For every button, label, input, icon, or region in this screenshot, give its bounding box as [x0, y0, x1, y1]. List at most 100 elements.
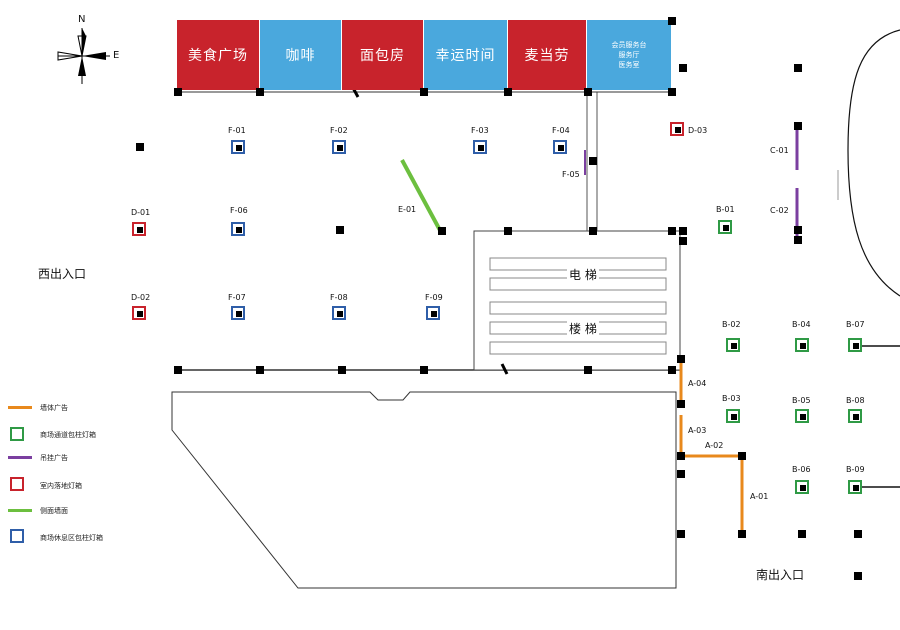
legend-swatch-wall [8, 406, 32, 409]
legend-swatch-green [10, 427, 24, 441]
lower-building-outline [171, 391, 677, 589]
shop-coffee[interactable]: 咖啡 [260, 20, 342, 90]
column [420, 88, 428, 96]
lightbox-b01[interactable] [718, 220, 732, 234]
label-b02: B-02 [722, 320, 741, 329]
column [338, 366, 346, 374]
column [668, 366, 676, 374]
column [738, 452, 746, 460]
column [668, 227, 676, 235]
stairs-label: 楼 梯 [567, 320, 599, 337]
label-a03: A-03 [688, 426, 707, 435]
lightbox-f09[interactable] [426, 306, 440, 320]
label-d01: D-01 [131, 208, 151, 217]
column [679, 64, 687, 72]
lightbox-f04[interactable] [553, 140, 567, 154]
label-b04: B-04 [792, 320, 811, 329]
lightbox-b07[interactable] [848, 338, 862, 352]
lightbox-f02[interactable] [332, 140, 346, 154]
legend-label: 室内落地灯箱 [40, 482, 82, 490]
legend-label: 侧面墙面 [40, 507, 68, 515]
column [677, 452, 685, 460]
column [677, 355, 685, 363]
shop-food-court[interactable]: 美食广场 [177, 20, 260, 90]
lightbox-b03[interactable] [726, 409, 740, 423]
label-f04: F-04 [552, 126, 570, 135]
shop-bakery[interactable]: 面包房 [342, 20, 424, 90]
column [584, 366, 592, 374]
shop-service-desk[interactable]: 会员服务台 服务厅 医务室 [587, 20, 672, 90]
column [794, 64, 802, 72]
legend-swatch-purple [8, 456, 32, 459]
compass-north-label: N [78, 14, 86, 25]
column [504, 227, 512, 235]
lightbox-f08[interactable] [332, 306, 346, 320]
label-f09: F-09 [425, 293, 443, 302]
lightbox-f03[interactable] [473, 140, 487, 154]
label-b03: B-03 [722, 394, 741, 403]
label-d02: D-02 [131, 293, 151, 302]
lightbox-f01[interactable] [231, 140, 245, 154]
column [668, 17, 676, 25]
lightbox-f06[interactable] [231, 222, 245, 236]
column [589, 227, 597, 235]
elevator-label: 电 梯 [567, 266, 599, 283]
legend-swatch-blue [10, 529, 24, 543]
column [794, 122, 802, 130]
legend-label: 商场休息区包柱灯箱 [40, 534, 103, 542]
label-b09: B-09 [846, 465, 865, 474]
legend-swatch-light-green [8, 509, 32, 512]
column [854, 530, 862, 538]
column [174, 366, 182, 374]
column [256, 366, 264, 374]
label-f05: F-05 [562, 170, 580, 179]
escalator-block [473, 230, 681, 371]
legend-label: 商场通道包柱灯箱 [40, 431, 96, 439]
e01-line [400, 159, 444, 235]
right-oval [847, 29, 900, 297]
column [136, 143, 144, 151]
lightbox-b09[interactable] [848, 480, 862, 494]
lightbox-d03[interactable] [670, 122, 684, 136]
shop-mcdonalds[interactable]: 麦当劳 [508, 20, 587, 90]
label-b05: B-05 [792, 396, 811, 405]
shop-lucky-time[interactable]: 幸运时间 [424, 20, 508, 90]
compass-icon [57, 28, 110, 84]
lightbox-b04[interactable] [795, 338, 809, 352]
column [504, 88, 512, 96]
lightbox-b08[interactable] [848, 409, 862, 423]
lightbox-d02[interactable] [132, 306, 146, 320]
label-d03: D-03 [688, 126, 708, 135]
lightbox-b02[interactable] [726, 338, 740, 352]
label-f07: F-07 [228, 293, 246, 302]
column [336, 226, 344, 234]
lightbox-b05[interactable] [795, 409, 809, 423]
column [798, 530, 806, 538]
column [677, 530, 685, 538]
label-c02: C-02 [770, 206, 789, 215]
lightbox-d01[interactable] [132, 222, 146, 236]
column [677, 400, 685, 408]
legend-label: 墙体广告 [40, 404, 68, 412]
column [438, 227, 446, 235]
label-f02: F-02 [330, 126, 348, 135]
label-f03: F-03 [471, 126, 489, 135]
column [668, 88, 676, 96]
legend-label: 吊挂广告 [40, 454, 68, 462]
lightbox-b06[interactable] [795, 480, 809, 494]
label-b07: B-07 [846, 320, 865, 329]
column [420, 366, 428, 374]
label-c01: C-01 [770, 146, 789, 155]
label-a01: A-01 [750, 492, 769, 501]
lightbox-f07[interactable] [231, 306, 245, 320]
label-f01: F-01 [228, 126, 246, 135]
label-f08: F-08 [330, 293, 348, 302]
compass-east-label: E [113, 50, 120, 61]
label-b06: B-06 [792, 465, 811, 474]
column [589, 157, 597, 165]
legend-swatch-red [10, 477, 24, 491]
west-entrance-label: 西出入口 [38, 267, 87, 281]
column [679, 237, 687, 245]
south-entrance-label: 南出入口 [756, 568, 805, 582]
